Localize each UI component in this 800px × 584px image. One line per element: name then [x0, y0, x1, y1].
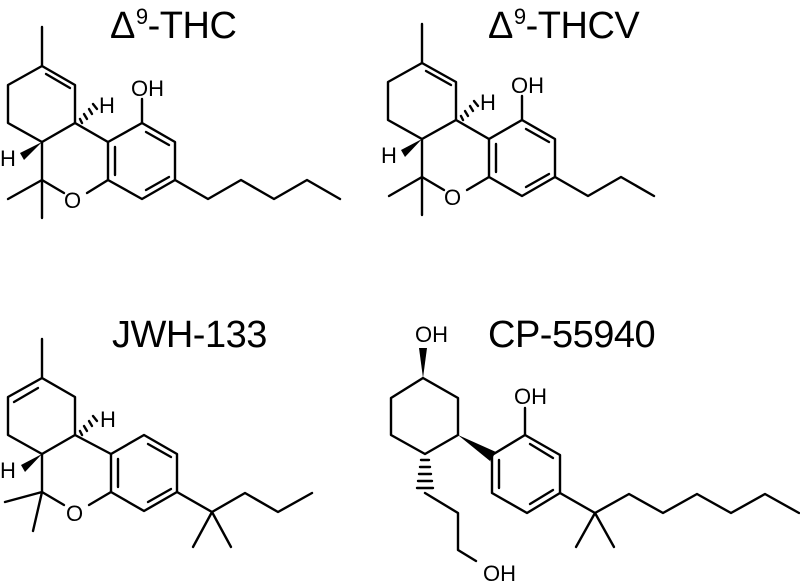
superscript: 9	[135, 4, 148, 29]
hydroxyl-label: OH	[131, 76, 164, 101]
h-label: H	[100, 407, 116, 432]
superscript: 9	[513, 4, 526, 29]
compound-title-cp55940: CP-55940	[488, 314, 656, 356]
structure-thc: H H O OH	[0, 25, 342, 220]
structure-jwh133: H H O	[0, 337, 314, 549]
hydroxyl-label: OH	[415, 322, 448, 347]
hydroxyl-label: OH	[511, 73, 544, 98]
h-label: H	[0, 458, 16, 483]
h-label: H	[0, 146, 16, 171]
oxygen-label: O	[66, 501, 83, 526]
delta-symbol: Δ	[110, 5, 135, 47]
hydroxyl-label: OH	[514, 384, 547, 409]
structure-cp55940: OH OH OH	[389, 322, 800, 584]
delta-symbol: Δ	[488, 5, 513, 47]
oxygen-label: O	[444, 185, 461, 210]
h-label: H	[99, 93, 115, 118]
hydroxyl-label: OH	[483, 561, 516, 584]
compound-title-thcv: Δ9-THCV	[488, 4, 640, 47]
title-suffix: -THC	[147, 5, 237, 47]
h-label: H	[381, 143, 397, 168]
compound-title-jwh133: JWH-133	[112, 314, 267, 356]
title-suffix: -THCV	[525, 5, 640, 47]
structure-thcv: H H O OH	[381, 22, 656, 217]
h-label: H	[480, 90, 496, 115]
compound-title-thc: Δ9-THC	[110, 4, 237, 47]
oxygen-label: O	[64, 188, 81, 213]
